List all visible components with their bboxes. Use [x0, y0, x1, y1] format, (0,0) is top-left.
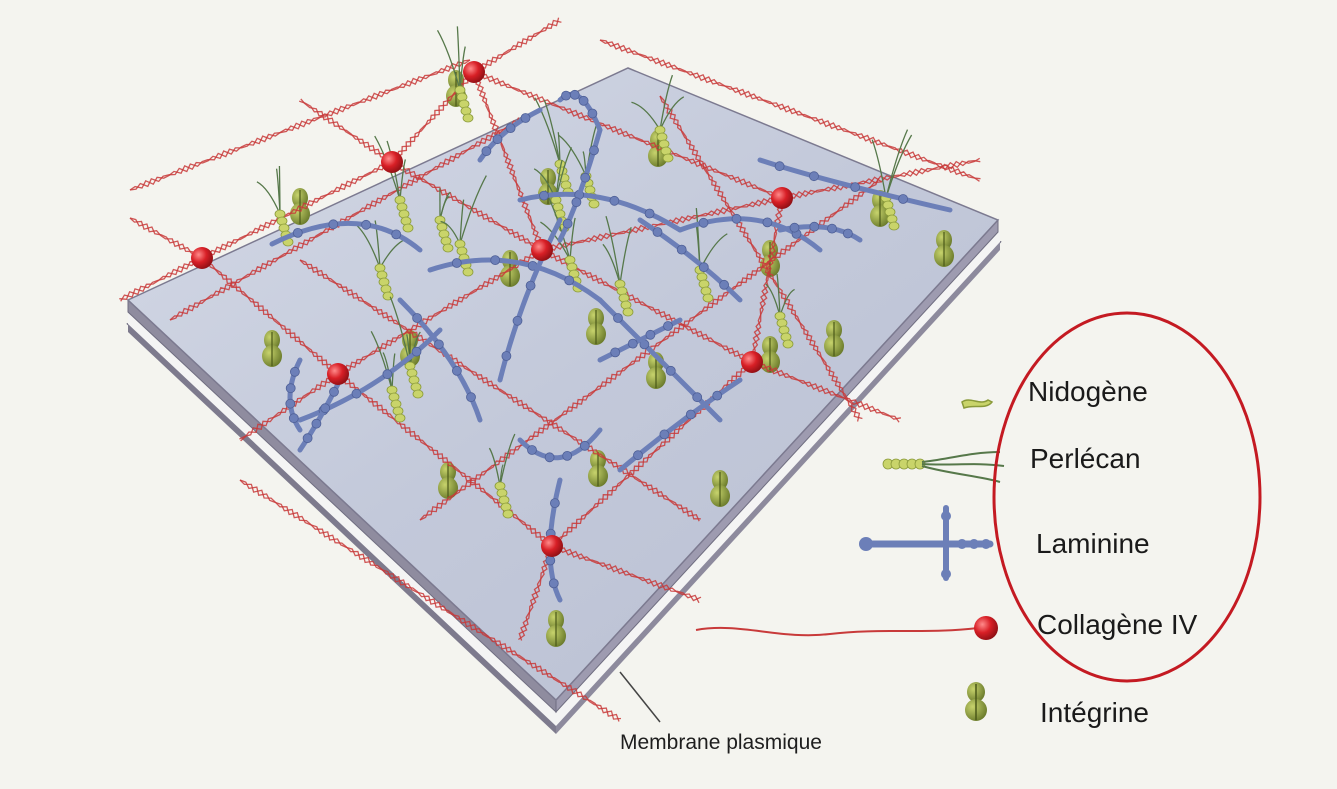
laminin-molecule [397, 297, 483, 423]
nidogen-icon [961, 399, 994, 409]
laminin-molecule [427, 255, 603, 303]
collagen-node [541, 535, 563, 557]
collagen-node [327, 363, 349, 385]
collagen-node [741, 351, 763, 373]
laminin-molecule [477, 107, 543, 163]
collagen-fiber [299, 259, 701, 522]
perlecan [436, 26, 474, 123]
integrin-icon [965, 682, 987, 721]
collagen-fiber [541, 249, 753, 363]
laminin-molecule [777, 221, 863, 243]
collagen-fiber [659, 95, 863, 422]
perlecan [488, 433, 516, 519]
collagen-node [191, 247, 213, 269]
integrin [438, 462, 458, 499]
laminin-molecule [617, 377, 743, 473]
legend-symbols [695, 399, 1005, 721]
laminin-molecule [557, 127, 603, 243]
perlecan [631, 74, 685, 163]
integrin [824, 320, 844, 357]
collagen-fiber [129, 217, 204, 261]
collagen-node [381, 151, 403, 173]
laminin-molecule [297, 377, 343, 453]
laminin-molecule [285, 357, 303, 433]
integrin [760, 336, 780, 373]
laminin-icon [859, 505, 994, 581]
legend-label-integrine: Intégrine [1040, 697, 1149, 728]
membrane-bottom-edge-right [556, 242, 1000, 734]
integrin [710, 470, 730, 507]
perlecan [434, 188, 454, 253]
integrin [934, 230, 954, 267]
collagen-fiber [200, 255, 339, 375]
collagen-fiber [239, 479, 622, 722]
collagen-fiber [599, 39, 981, 182]
laminin-molecule [677, 213, 823, 253]
collagen-fiber [337, 249, 543, 376]
membrane-bottom-edge [128, 324, 556, 734]
caption-leader-line [619, 671, 661, 723]
integrin [262, 330, 282, 367]
laminin-molecule [757, 157, 953, 213]
legend-highlight-ellipse [992, 311, 1262, 683]
legend-label-laminine: Laminine [1036, 528, 1150, 559]
collagen-fiber [201, 159, 394, 259]
perlecan [440, 175, 487, 277]
legend-label-perlecan: Perlécan [1030, 443, 1141, 474]
legend-label-collagene-iv: Collagène IV [1037, 609, 1198, 640]
collagen-node [531, 239, 553, 261]
integrin [586, 308, 606, 345]
collagen-nodes [191, 61, 793, 557]
collagen-iv-icon [695, 616, 998, 640]
perlecan [602, 215, 634, 317]
collagen-fiber [119, 257, 203, 302]
laminin-network [269, 89, 953, 603]
laminin-molecule [557, 89, 603, 133]
perlecan-icon [882, 451, 1005, 483]
integrin [588, 450, 608, 487]
collagen-node [771, 187, 793, 209]
legend-label-nidogene: Nidogène [1028, 376, 1148, 407]
membrane-caption: Membrane plasmique [620, 731, 822, 754]
collagen-fiber [473, 71, 545, 251]
collagen-fiber [129, 59, 471, 191]
collagen-fiber [336, 372, 553, 547]
laminin-molecule [597, 317, 683, 363]
collagen-fiber [169, 117, 522, 321]
laminin-molecule [517, 427, 603, 463]
perlecan [765, 273, 795, 349]
collagen-fiber [473, 71, 784, 202]
perlecan [374, 135, 414, 233]
integrin [546, 610, 566, 647]
perlecan [256, 165, 294, 247]
laminin-molecule [637, 217, 743, 303]
collagen-fiber [541, 197, 783, 252]
collagen-fiber [298, 98, 393, 163]
perlecan [370, 331, 406, 423]
collagen-fiber [551, 545, 702, 604]
collagen-node [463, 61, 485, 83]
collagen-fiber [473, 17, 562, 73]
laminin-molecule [269, 219, 423, 253]
membrane-gap [128, 230, 1000, 726]
collagen-fiber [751, 361, 902, 423]
perlecan [389, 296, 424, 399]
